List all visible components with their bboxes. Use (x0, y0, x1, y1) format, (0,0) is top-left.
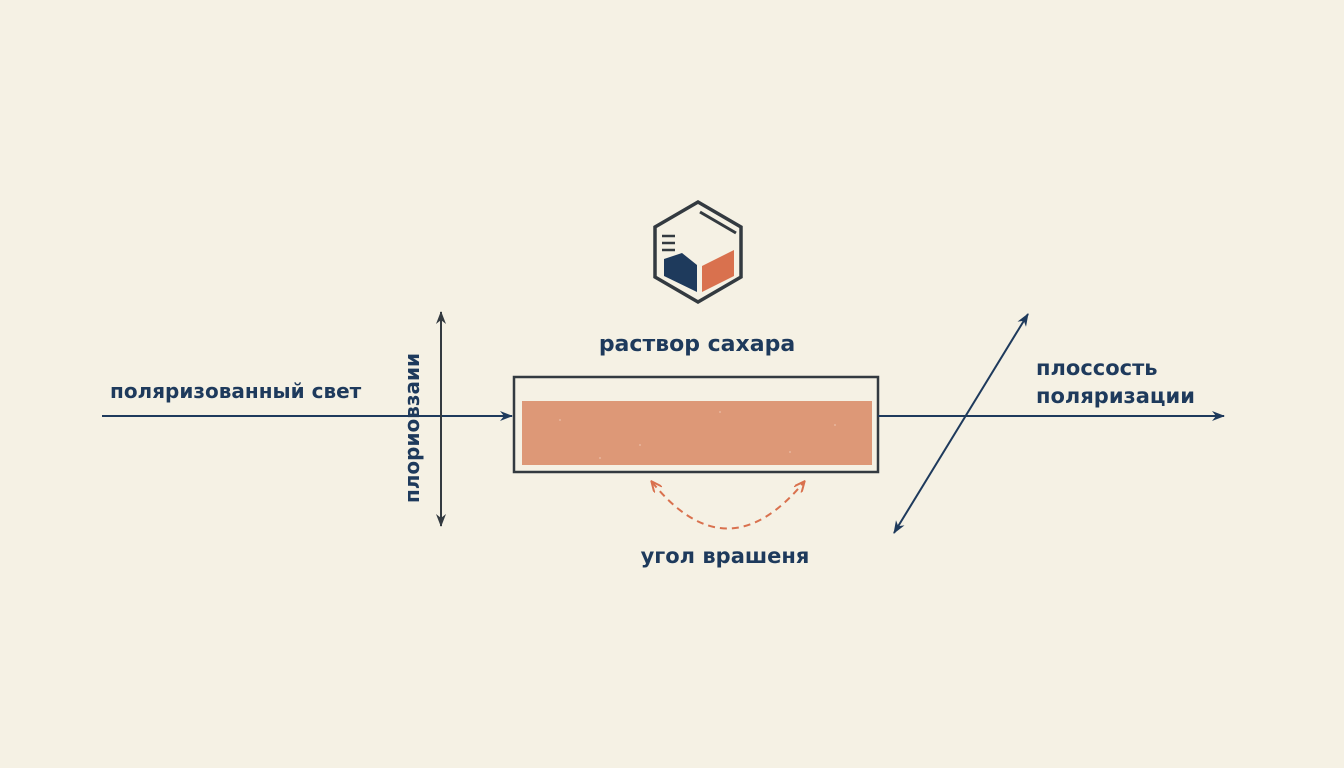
sugar-solution-tube (512, 375, 880, 474)
polarization-plane-label-line1: плоссость (1036, 356, 1158, 380)
polarized-light-label: поляризованный свет (110, 379, 362, 403)
rotated-plane-arrow (893, 313, 1029, 534)
solution-label: раствор сахара (599, 332, 795, 357)
polarization-plane-label-line2: поляризации (1036, 384, 1195, 408)
sugar-molecule-hexagon-icon (653, 199, 743, 305)
rotation-angle-arc (652, 482, 804, 530)
rotation-angle-label: угол врашеня (641, 544, 810, 568)
polarizer-label: плориовзаии (400, 353, 424, 503)
